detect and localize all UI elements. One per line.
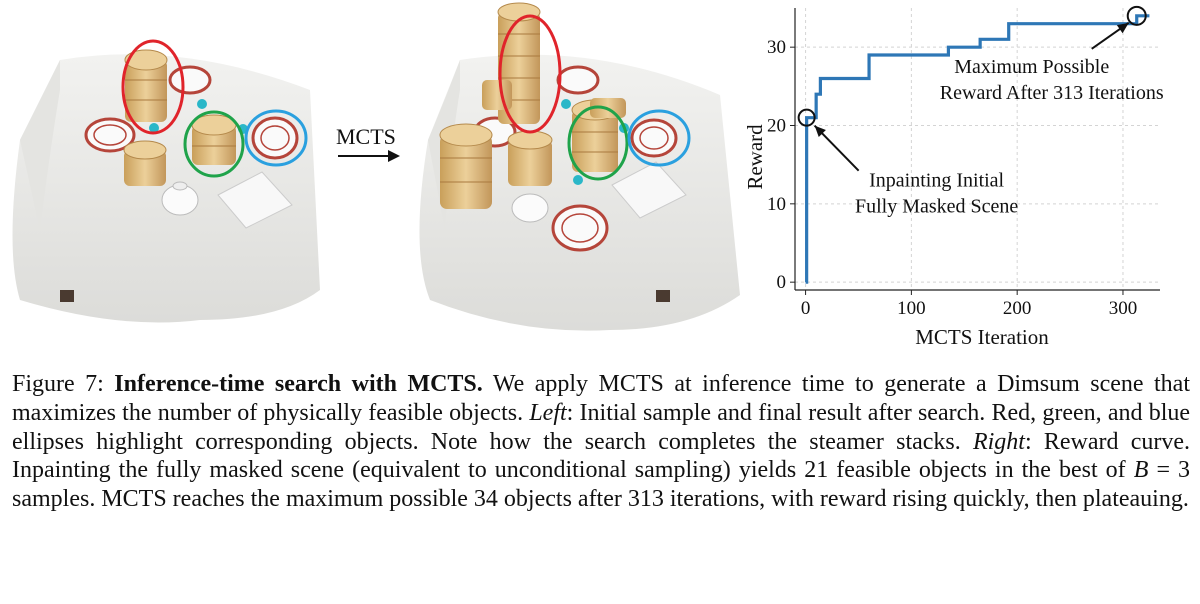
x-tick-label: 100 <box>897 298 926 319</box>
figure-caption: Figure 7: Inference-time search with MCT… <box>12 370 1190 514</box>
caption-equation: = 3 <box>1156 457 1191 484</box>
initial-annotation-arrow <box>813 124 860 172</box>
caption-sentence-1: We apply MCTS at inference time to gener… <box>12 371 1191 426</box>
chart-ticks: 0 100 200 300 0 10 20 30 <box>767 37 1137 319</box>
initial-annotation-text: Fully Masked Scene <box>855 196 1018 218</box>
reward-chart: 0 100 200 300 0 10 20 30 Inpainting InitialFull… <box>743 5 1164 349</box>
y-tick-label: 30 <box>767 37 786 58</box>
y-axis-label: Reward <box>743 124 767 190</box>
caption-sentence-4: samples. MCTS reaches the maximum possib… <box>12 486 1189 513</box>
chart-grid <box>795 8 1160 290</box>
x-axis-label: MCTS Iteration <box>915 325 1049 349</box>
y-tick-label: 10 <box>767 194 786 215</box>
caption-variable-b: B <box>1133 457 1149 484</box>
caption-left-label: Left <box>529 399 567 426</box>
y-tick-label: 20 <box>767 116 786 137</box>
initial-sample-scene <box>12 39 320 323</box>
chart-axes <box>794 8 1160 291</box>
max-reward-marker <box>1126 5 1147 26</box>
y-tick-label: 0 <box>777 272 787 293</box>
caption-right-label: Right <box>972 428 1025 455</box>
caption-title: Inference-time search with MCTS. <box>114 371 483 397</box>
mcts-arrow-label: MCTS <box>336 124 396 149</box>
max-annotation-text: Maximum Possible <box>954 56 1109 78</box>
max-annotation-text: Reward After 313 Iterations <box>940 82 1164 104</box>
final-result-scene <box>419 2 740 331</box>
x-tick-label: 0 <box>801 298 811 319</box>
figure-number: Figure 7: <box>12 371 104 397</box>
initial-reward-marker <box>797 108 816 127</box>
x-tick-label: 300 <box>1109 298 1138 319</box>
caption-sentence-3: : Reward curve. Inpainting the fully mas… <box>12 428 1190 484</box>
initial-annotation-text: Inpainting Initial <box>869 170 1004 192</box>
caption-sentence-2: : Initial sample and final result after … <box>12 399 1191 455</box>
x-tick-label: 200 <box>1003 298 1032 319</box>
max-annotation-arrow <box>1091 22 1130 50</box>
figure-7: MCTS <box>12 2 1164 349</box>
right-arrow-icon <box>338 150 400 162</box>
